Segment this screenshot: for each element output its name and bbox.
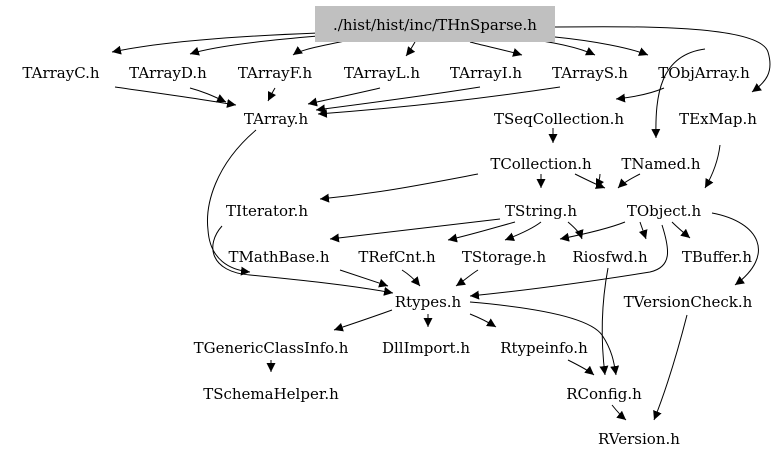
edge-root-tarrayd <box>189 35 319 56</box>
edge-root-tarrayi <box>469 41 523 57</box>
edge-texmap-tversioncheck <box>704 144 721 189</box>
edge-tstring-trefcnt <box>447 221 516 243</box>
node-dllimport: DllImport.h <box>382 339 470 357</box>
node-rtypeinfo: Rtypeinfo.h <box>500 339 588 357</box>
node-rconfig: RConfig.h <box>566 385 642 403</box>
edge-riosfwd-rconfig <box>599 267 609 376</box>
edge-rtypeinfo-rconfig <box>567 359 595 376</box>
node-riosfwd: Riosfwd.h <box>572 248 648 266</box>
edge-tcollection-tobject <box>574 173 606 189</box>
node-tschemahelper: TSchemaHelper.h <box>203 385 339 403</box>
edge-tobject-tbuffer-2 <box>671 221 691 239</box>
root-node-box <box>315 6 555 42</box>
edge-tarrayi-tarray <box>315 86 481 114</box>
edge-tstring-riosfwd <box>567 221 584 240</box>
edge-tversioncheck-rversion <box>653 314 688 421</box>
node-tobject: TObject.h <box>627 202 702 220</box>
edge-rconfig-rversion <box>611 404 627 421</box>
node-tobjarray: TObjArray.h <box>658 64 750 82</box>
edge-texmap-tobject <box>651 48 706 139</box>
edge-tobject-tbuffer <box>638 221 648 240</box>
node-tbuffer: TBuffer.h <box>682 248 753 266</box>
node-tstring: TString.h <box>505 202 577 220</box>
edge-rtypes-tgenericclassinfo <box>333 309 393 332</box>
node-tarray: TArray.h <box>244 110 309 128</box>
edge-rtypes-rtypeinfo <box>469 313 497 328</box>
edge-trefcnt-rtypes <box>401 269 421 287</box>
edge-tobject-tversioncheck <box>711 212 759 286</box>
edge-tobject-riosfwd <box>559 221 626 242</box>
node-tarrayl: TArrayL.h <box>344 64 421 82</box>
node-tarrayd: TArrayD.h <box>129 64 207 82</box>
edge-tstring-tstorage <box>504 221 542 241</box>
node-rversion: RVersion.h <box>598 430 680 448</box>
edge-tnamed-tstring <box>595 173 605 189</box>
edge-root-tarrayl <box>405 41 416 57</box>
edge-rtypes-rconfig <box>469 301 620 376</box>
node-tarrays: TArrayS.h <box>552 64 628 82</box>
node-texmap: TExMap.h <box>679 110 757 128</box>
node-tgenericclassinfo: TGenericClassInfo.h <box>194 339 349 357</box>
node-titerator: TIterator.h <box>226 202 308 220</box>
nodes: ./hist/hist/inc/THnSparse.h TArrayC.h TA… <box>22 6 757 448</box>
node-tarrayi: TArrayI.h <box>450 64 522 82</box>
edge-tnamed-tobject <box>617 173 641 189</box>
node-tarrayc: TArrayC.h <box>22 64 99 82</box>
edge-tstorage-rtypes <box>455 269 479 287</box>
node-tversioncheck: TVersionCheck.h <box>624 293 753 311</box>
edge-tobjarray-tseqcollection <box>615 87 665 103</box>
node-tarrayf: TArrayF.h <box>238 64 313 82</box>
node-tstorage: TStorage.h <box>462 248 547 266</box>
edge-tarrayd-tarray <box>189 87 227 103</box>
edge-tstring-tmathbase <box>329 218 501 243</box>
node-tcollection: TCollection.h <box>490 155 592 173</box>
edge-tcollection-titerator <box>319 173 479 203</box>
edges <box>111 26 771 421</box>
edge-root-tarrayf <box>292 40 346 56</box>
edge-root-texmap <box>554 26 771 93</box>
edge-tmathbase-rtypes <box>339 269 389 288</box>
edge-tarrayf-tarray <box>267 87 277 102</box>
edge-tarray-rtypes <box>207 129 257 276</box>
root-node: ./hist/hist/inc/THnSparse.h <box>333 16 537 34</box>
edge-tarrayc-tarray <box>114 86 237 108</box>
edge-tobject-rtypes <box>469 224 669 300</box>
edge-tarrayl-tarray <box>307 87 381 107</box>
edge-titerator-rtypes <box>212 225 394 296</box>
node-tnamed: TNamed.h <box>621 155 701 173</box>
node-tseqcollection: TSeqCollection.h <box>494 110 624 128</box>
edge-tarrays-tarray <box>317 86 561 118</box>
edge-root-tarrayc <box>111 32 319 55</box>
edge-root-tobjarray <box>554 36 649 56</box>
node-rtypes: Rtypes.h <box>395 293 462 311</box>
node-trefcnt: TRefCnt.h <box>358 248 436 266</box>
node-tmathbase: TMathBase.h <box>229 248 330 266</box>
